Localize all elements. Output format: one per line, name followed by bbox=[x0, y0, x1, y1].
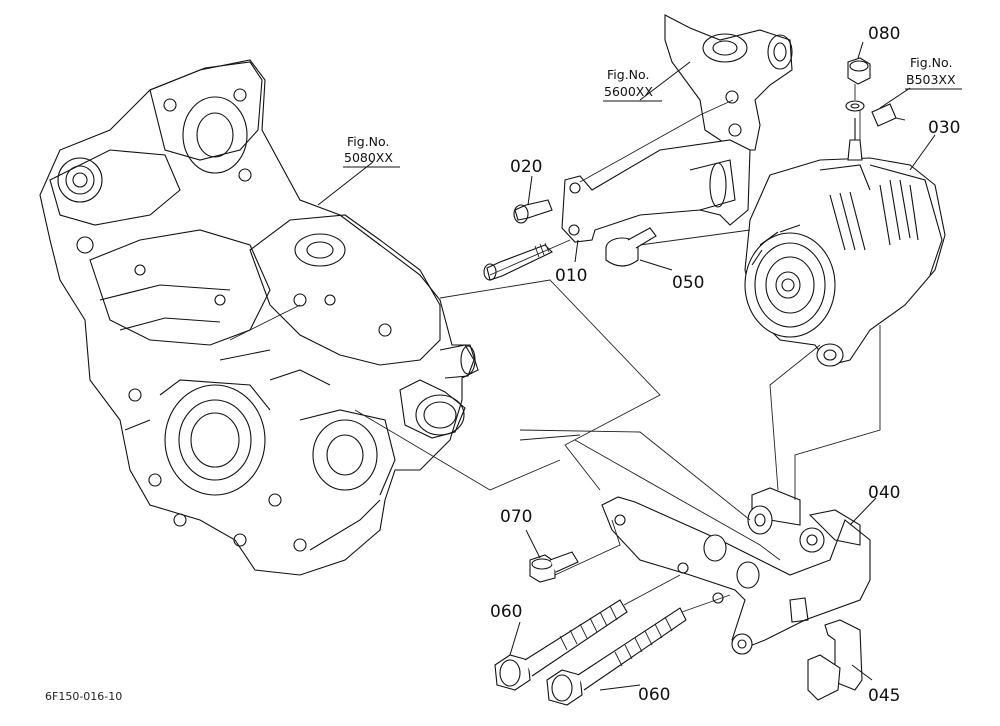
drawing-code: 6F150-016-10 bbox=[45, 690, 122, 703]
bolt-060-upper bbox=[494, 599, 628, 691]
figure-reference-5080: Fig.No. 5080XX bbox=[343, 134, 400, 168]
clip-045 bbox=[807, 619, 863, 701]
label-080: 080 bbox=[868, 24, 900, 44]
part-number-labels: 020 010 050 030 080 040 045 070 060 060 bbox=[490, 24, 960, 706]
assembly-guide-lines bbox=[229, 84, 906, 613]
nut-080 bbox=[845, 57, 897, 127]
label-020: 020 bbox=[510, 157, 542, 177]
label-030: 030 bbox=[928, 118, 960, 138]
lower-bracket-040 bbox=[601, 487, 871, 655]
bolt-050 bbox=[605, 227, 657, 267]
fig-ref-number: 5600XX bbox=[604, 84, 653, 99]
label-045: 045 bbox=[868, 686, 900, 706]
figure-reference-B503: Fig.No. B503XX bbox=[905, 55, 962, 90]
figure-reference-5600: Fig.No. 5600XX bbox=[603, 67, 662, 102]
fig-ref-caption: Fig.No. bbox=[910, 55, 952, 70]
leader-lines bbox=[317, 41, 936, 691]
bolt-060-lower bbox=[546, 607, 687, 706]
bolt-020-upper bbox=[513, 199, 553, 224]
label-060-lower: 060 bbox=[638, 685, 670, 705]
label-010: 010 bbox=[555, 266, 587, 286]
engine-gear-case bbox=[39, 59, 479, 576]
label-040: 040 bbox=[868, 483, 900, 503]
label-060-upper: 060 bbox=[490, 602, 522, 622]
bolt-070 bbox=[529, 551, 579, 583]
fig-ref-caption: Fig.No. bbox=[607, 67, 649, 82]
fig-ref-caption: Fig.No. bbox=[347, 134, 389, 149]
alternator-030 bbox=[744, 118, 946, 367]
label-050: 050 bbox=[672, 273, 704, 293]
water-pump-top bbox=[664, 14, 793, 151]
bolt-020-lower bbox=[483, 242, 553, 281]
label-070: 070 bbox=[500, 507, 532, 527]
fig-ref-number: 5080XX bbox=[344, 150, 393, 165]
upper-bracket-010 bbox=[561, 139, 751, 243]
fig-ref-number: B503XX bbox=[906, 72, 956, 87]
